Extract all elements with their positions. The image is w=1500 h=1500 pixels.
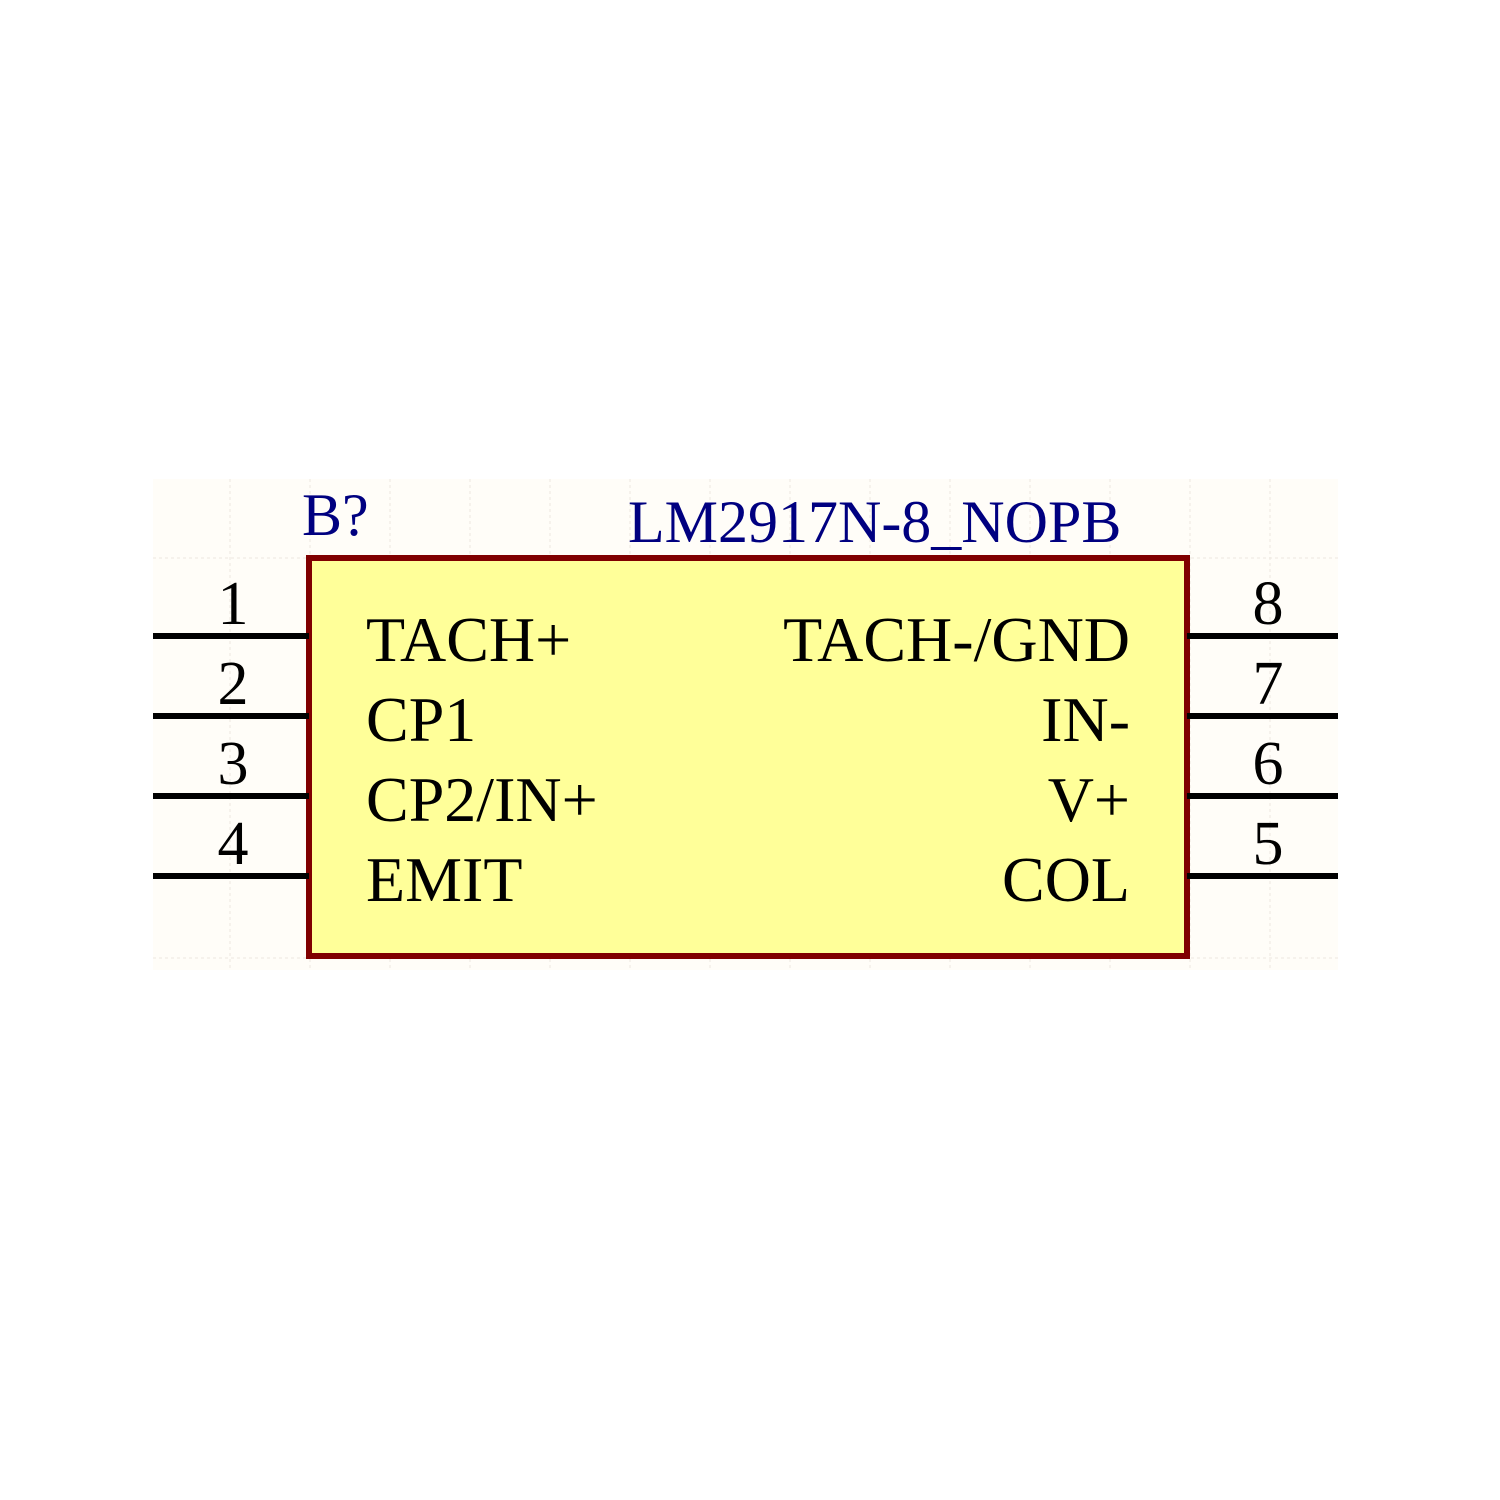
pin-8-name: TACH-/GND	[783, 604, 1130, 675]
pin-7-name: IN-	[1041, 684, 1130, 755]
pin-5-name: COL	[1002, 844, 1130, 915]
pin-4-name: EMIT	[366, 844, 522, 915]
pin-2-name: CP1	[366, 684, 476, 755]
pin-3-number: 3	[218, 730, 249, 798]
pin-3-name: CP2/IN+	[366, 764, 598, 835]
pin-1-number: 1	[218, 570, 249, 638]
pin-6-number: 6	[1253, 730, 1284, 798]
pin-6-name: V+	[1048, 764, 1130, 835]
component-body[interactable]	[306, 555, 1190, 959]
pin-7-number: 7	[1253, 650, 1284, 718]
pin-2-number: 2	[218, 650, 249, 718]
pin-5-number: 5	[1253, 810, 1284, 878]
pin-1-name: TACH+	[366, 604, 571, 675]
pin-4-number: 4	[218, 810, 249, 878]
pin-8-number: 8	[1253, 570, 1284, 638]
part-name-label[interactable]: LM2917N-8_NOPB	[628, 489, 1121, 555]
designator-label[interactable]: B?	[302, 482, 369, 548]
